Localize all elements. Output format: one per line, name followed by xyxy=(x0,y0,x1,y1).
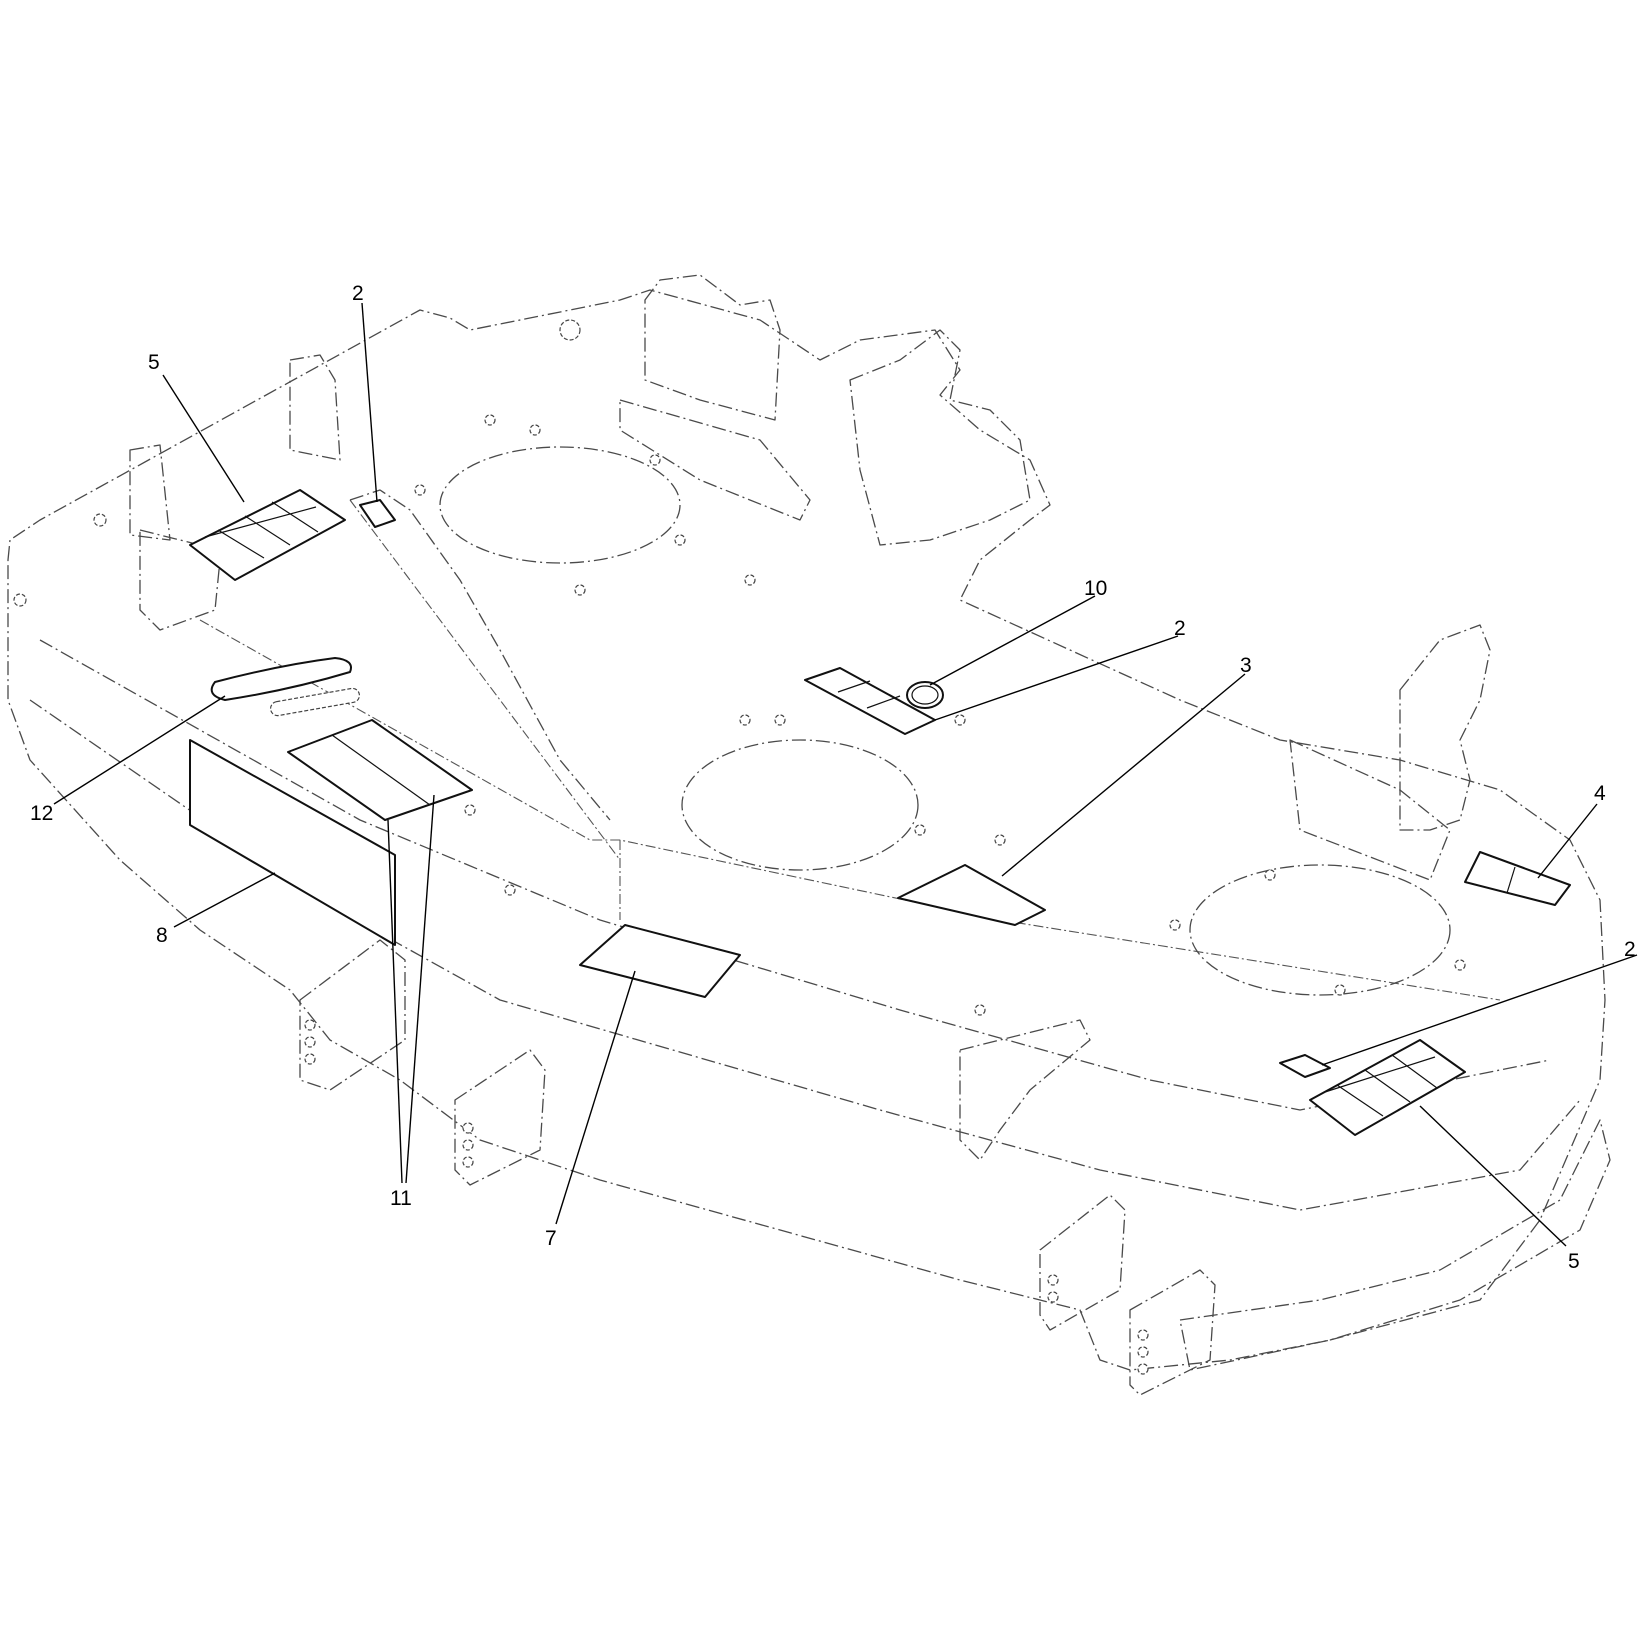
decal-2-top xyxy=(359,499,396,528)
leader-2-center xyxy=(934,635,1179,721)
callout-7: 7 xyxy=(545,1227,557,1250)
leader-2-right xyxy=(1321,954,1638,1066)
callout-5-left: 5 xyxy=(148,351,160,374)
decals xyxy=(189,489,1571,1136)
decal-7 xyxy=(579,924,741,998)
callout-2-right: 2 xyxy=(1624,938,1636,961)
callout-2-center: 2 xyxy=(1174,617,1186,640)
leader-8 xyxy=(173,872,276,928)
callout-8: 8 xyxy=(156,924,168,947)
callout-11: 11 xyxy=(390,1187,412,1210)
callout-5-right: 5 xyxy=(1568,1250,1580,1273)
callout-4: 4 xyxy=(1594,782,1606,805)
callout-3: 3 xyxy=(1240,654,1252,677)
leader-10 xyxy=(929,595,1096,686)
callout-10: 10 xyxy=(1084,577,1107,600)
callout-labels: 2 5 10 2 3 4 12 8 2 11 7 5 xyxy=(30,282,1636,1273)
callout-2-top: 2 xyxy=(352,282,364,305)
decal-5-right xyxy=(1309,1039,1466,1136)
leader-11b xyxy=(405,794,435,1184)
decal-3 xyxy=(897,864,1046,926)
decal-5-left xyxy=(189,489,346,581)
leader-2-top xyxy=(361,302,378,503)
decal-10 xyxy=(906,681,944,709)
leader-7 xyxy=(555,970,636,1225)
decal-8 xyxy=(189,739,396,946)
leader-12 xyxy=(53,695,226,805)
leader-lines xyxy=(53,302,1638,1247)
decal-11 xyxy=(287,719,473,821)
leader-3 xyxy=(1001,673,1246,877)
decal-4 xyxy=(1464,851,1571,906)
decal-2-right xyxy=(1279,1054,1331,1078)
leader-4 xyxy=(1537,803,1598,879)
leader-11a xyxy=(387,819,403,1184)
leader-5-left xyxy=(162,374,245,503)
callout-12: 12 xyxy=(30,802,53,825)
leader-5-right xyxy=(1419,1105,1567,1247)
